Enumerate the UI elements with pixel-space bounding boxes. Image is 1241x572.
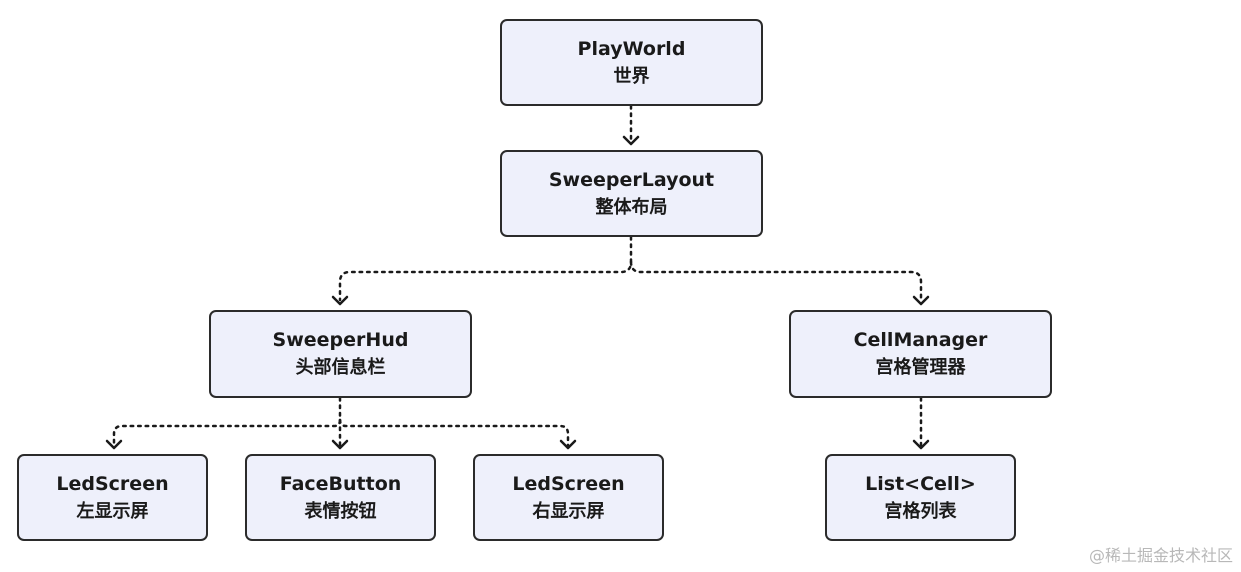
node-title: FaceButton [279,472,402,495]
node-led-screen-right: LedScreen 右显示屏 [473,454,664,541]
connector-sweeperlayout-to-cellmanager [629,260,923,302]
watermark: @稀土掘金技术社区 [1088,546,1233,565]
node-subtitle: 右显示屏 [532,500,605,522]
node-subtitle: 世界 [613,65,650,87]
node-title: LedScreen [56,472,169,495]
node-face-button: FaceButton 表情按钮 [245,454,436,541]
connector-sweeperhud-to-ledscreen-right [338,418,570,447]
arrowhead-celllist [912,439,930,450]
node-subtitle: 头部信息栏 [295,357,386,378]
arrowhead-sweeperhud [331,295,349,306]
arrowhead-facebutton [331,439,349,450]
node-subtitle: 表情按钮 [304,500,377,522]
node-cell-list: List<Cell> 宫格列表 [825,454,1016,541]
node-sweeper-hud: SweeperHud 头部信息栏 [209,310,472,398]
node-led-screen-left: LedScreen 左显示屏 [17,454,208,541]
node-playworld: PlayWorld 世界 [500,19,763,106]
node-subtitle: 整体布局 [595,196,668,218]
node-title: SweeperLayout [548,168,715,191]
arrowhead-ledscreen-right [559,439,577,450]
connector-sweeperlayout-to-sweeperhud [338,235,633,302]
node-title: CellManager [853,329,988,351]
node-title: SweeperHud [272,329,409,351]
node-cell-manager: CellManager 宫格管理器 [789,310,1052,398]
node-subtitle: 宫格列表 [884,500,957,522]
arrowhead-ledscreen-left [105,439,123,450]
node-title: List<Cell> [865,472,976,495]
node-subtitle: 宫格管理器 [875,357,966,378]
connector-sweeperhud-to-ledscreen-left [112,396,342,447]
arrowhead-cellmanager [912,295,930,306]
arrowhead-sweeperlayout [622,135,640,146]
node-title: LedScreen [512,472,625,495]
node-subtitle: 左显示屏 [76,500,149,522]
node-title: PlayWorld [577,37,686,60]
node-sweeper-layout: SweeperLayout 整体布局 [500,150,763,237]
